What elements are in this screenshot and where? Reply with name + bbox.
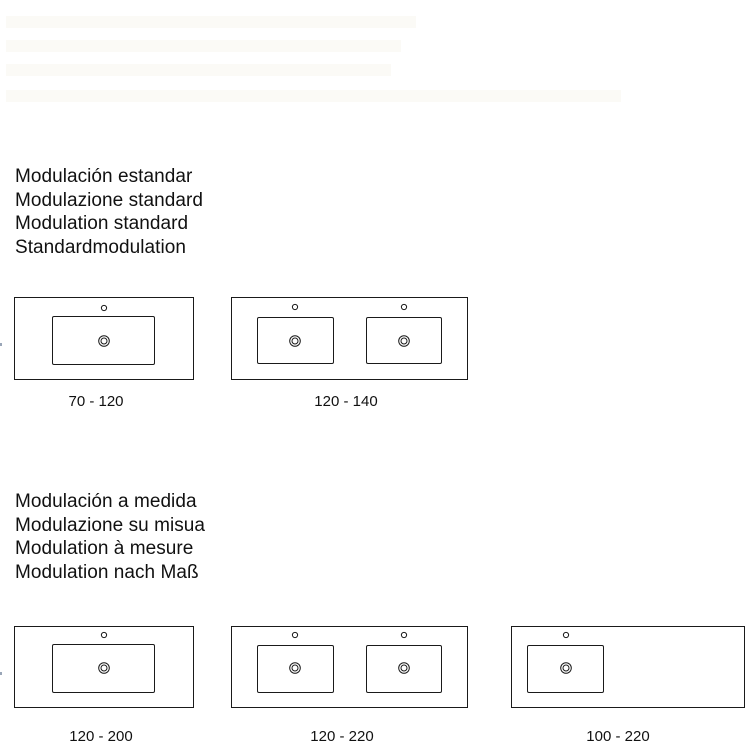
- edge-mark: [0, 343, 2, 346]
- heading-fr: Modulation à mesure: [15, 538, 194, 559]
- faint-background-line: [6, 64, 391, 76]
- heading-es: Modulación a medida: [15, 491, 197, 512]
- drain-outer-icon: [289, 662, 301, 674]
- faint-background-line: [6, 90, 621, 102]
- vanity-top-single-basin-120-200: [14, 626, 194, 708]
- basin-outline-right: [366, 317, 442, 364]
- dimension-label: 120 - 140: [314, 393, 378, 410]
- vanity-top-offset-basin-100-220: [511, 626, 745, 708]
- tap-hole-icon: [400, 631, 408, 639]
- drain-outer-icon: [98, 335, 110, 347]
- drain-inner-icon: [562, 664, 570, 672]
- drain-outer-icon: [289, 335, 301, 347]
- dimension-label: 120 - 200: [69, 728, 133, 745]
- dimension-label: 70 - 120: [68, 393, 124, 410]
- basin-outline-left: [257, 645, 334, 693]
- basin-outline-left: [257, 317, 334, 364]
- edge-mark: [0, 672, 2, 675]
- countertop-outline: [231, 626, 468, 708]
- basin-outline: [52, 644, 155, 693]
- countertop-outline: [14, 297, 194, 380]
- countertop-outline: [511, 626, 745, 708]
- tap-hole-icon: [400, 303, 408, 311]
- drain-outer-icon: [398, 662, 410, 674]
- drain-outer-icon: [98, 662, 110, 674]
- basin-outline-right: [366, 645, 442, 693]
- dimension-label: 120 - 220: [310, 728, 374, 745]
- drain-inner-icon: [400, 664, 408, 672]
- dimension-label: 100 - 220: [586, 728, 650, 745]
- drain-inner-icon: [100, 664, 108, 672]
- tap-hole-icon: [562, 631, 570, 639]
- drain-inner-icon: [100, 337, 108, 345]
- drain-inner-icon: [291, 337, 299, 345]
- tap-hole-icon: [291, 303, 299, 311]
- heading-it: Modulazione su misua: [15, 514, 206, 536]
- heading-it: Modulazione standard: [15, 189, 203, 211]
- drain-outer-icon: [560, 662, 572, 674]
- drain-inner-icon: [291, 664, 299, 672]
- faint-background-line: [6, 16, 416, 28]
- heading-de: Modulation nach Maß: [15, 561, 199, 583]
- countertop-outline: [14, 626, 194, 708]
- basin-outline: [527, 645, 604, 693]
- drain-inner-icon: [400, 337, 408, 345]
- heading-es: Modulación estandar: [15, 166, 193, 187]
- vanity-top-single-basin-70-120: [14, 297, 194, 380]
- custom-modulation-heading: Modulación a medida Modulazione su misua…: [15, 490, 205, 584]
- vanity-top-double-basin-120-140: [231, 297, 468, 380]
- standard-modulation-heading: Modulación estandar Modulazione standard…: [15, 165, 203, 259]
- tap-hole-icon: [291, 631, 299, 639]
- tap-hole-icon: [100, 304, 108, 312]
- faint-background-line: [6, 40, 401, 52]
- basin-outline: [52, 316, 155, 365]
- countertop-outline: [231, 297, 468, 380]
- heading-de: Standardmodulation: [15, 236, 186, 258]
- tap-hole-icon: [100, 631, 108, 639]
- heading-fr: Modulation standard: [15, 213, 189, 234]
- drain-outer-icon: [398, 335, 410, 347]
- vanity-top-double-basin-120-220: [231, 626, 468, 708]
